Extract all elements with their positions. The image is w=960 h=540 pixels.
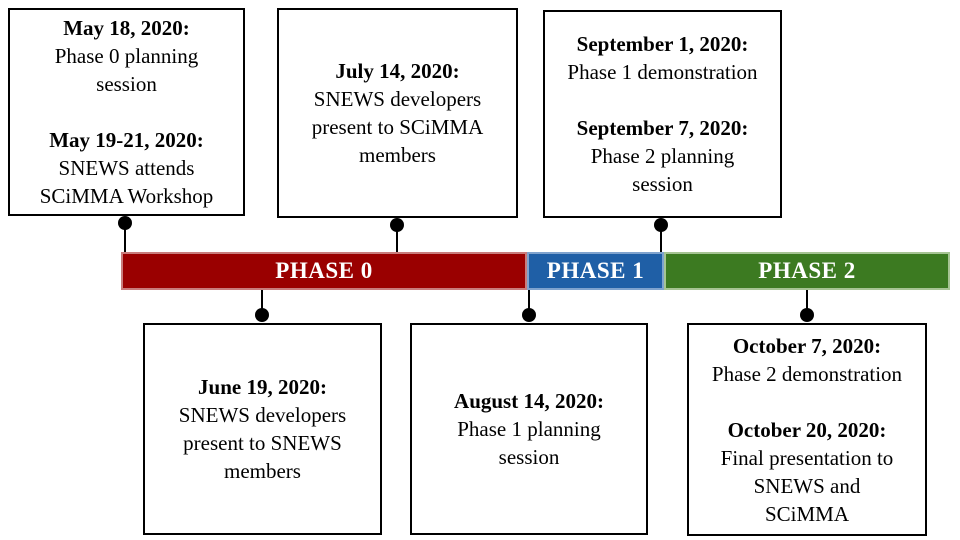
- event-date: May 19-21, 2020:: [49, 128, 204, 152]
- phase-1-segment: PHASE 1: [527, 252, 664, 290]
- connector-dot-icon: [118, 216, 132, 230]
- event-date: October 7, 2020:: [732, 333, 882, 358]
- event-date: June 19, 2020:: [198, 375, 327, 399]
- connector-dot-icon: [522, 308, 536, 322]
- event-date: September 1, 2020:: [576, 32, 749, 56]
- event-description: Phase 1 planning session: [457, 417, 601, 469]
- event-entry: May 19-21, 2020: SNEWS attends SCiMMA Wo…: [40, 126, 214, 210]
- event-box-june: June 19, 2020: SNEWS developers present …: [143, 323, 382, 535]
- event-date: September 7, 2020:: [576, 116, 749, 140]
- event-entry: July 14, 2020: SNEWS developers present …: [312, 57, 484, 169]
- event-date: August 14, 2020:: [454, 389, 604, 413]
- event-entry: October 20, 2020: Final presentation to …: [721, 416, 894, 528]
- connector-dot-icon: [800, 308, 814, 322]
- connector-stem: [261, 290, 263, 310]
- connector-stem: [396, 231, 398, 252]
- phase-0-label: PHASE 0: [275, 258, 373, 283]
- event-description: SNEWS attends SCiMMA Workshop: [39, 156, 214, 208]
- event-description: Final presentation to SNEWS and SCiMMA: [720, 445, 894, 526]
- event-box-october: October 7, 2020: Phase 2 demonstration O…: [687, 323, 927, 536]
- event-description: SNEWS developers present to SNEWS member…: [178, 403, 347, 483]
- event-description: Phase 1 demonstration: [567, 60, 758, 84]
- event-box-september: September 1, 2020: Phase 1 demonstration…: [543, 10, 782, 218]
- event-entry: June 19, 2020: SNEWS developers present …: [179, 373, 346, 485]
- event-entry: October 7, 2020: Phase 2 demonstration: [712, 332, 902, 388]
- event-date: July 14, 2020:: [335, 59, 460, 83]
- connector-dot-icon: [654, 218, 668, 232]
- connector-dot-icon: [255, 308, 269, 322]
- event-description: Phase 0 planning session: [54, 44, 199, 96]
- event-description: Phase 2 planning session: [590, 144, 735, 196]
- event-description: Phase 2 demonstration: [711, 361, 903, 386]
- event-box-may: May 18, 2020: Phase 0 planning session M…: [8, 8, 245, 216]
- event-date: May 18, 2020:: [63, 16, 190, 40]
- connector-stem: [528, 290, 530, 310]
- connector-stem: [124, 229, 126, 252]
- event-box-july: July 14, 2020: SNEWS developers present …: [277, 8, 518, 218]
- event-date: October 20, 2020:: [727, 417, 887, 442]
- connector-dot-icon: [390, 218, 404, 232]
- event-entry: September 7, 2020: Phase 2 planning sess…: [577, 114, 749, 198]
- event-entry: August 14, 2020: Phase 1 planning sessio…: [454, 387, 604, 471]
- timeline-bar: PHASE 0 PHASE 1 PHASE 2: [121, 252, 950, 290]
- phase-0-segment: PHASE 0: [121, 252, 527, 290]
- phase-1-label: PHASE 1: [546, 258, 645, 283]
- event-description: SNEWS developers present to SCiMMA membe…: [311, 87, 484, 167]
- event-entry: September 1, 2020: Phase 1 demonstration: [567, 30, 757, 86]
- event-box-august: August 14, 2020: Phase 1 planning sessio…: [410, 323, 648, 535]
- connector-stem: [660, 231, 662, 252]
- phase-2-segment: PHASE 2: [664, 252, 950, 290]
- event-entry: May 18, 2020: Phase 0 planning session: [55, 14, 198, 98]
- connector-stem: [806, 290, 808, 310]
- phase-2-label: PHASE 2: [758, 258, 856, 283]
